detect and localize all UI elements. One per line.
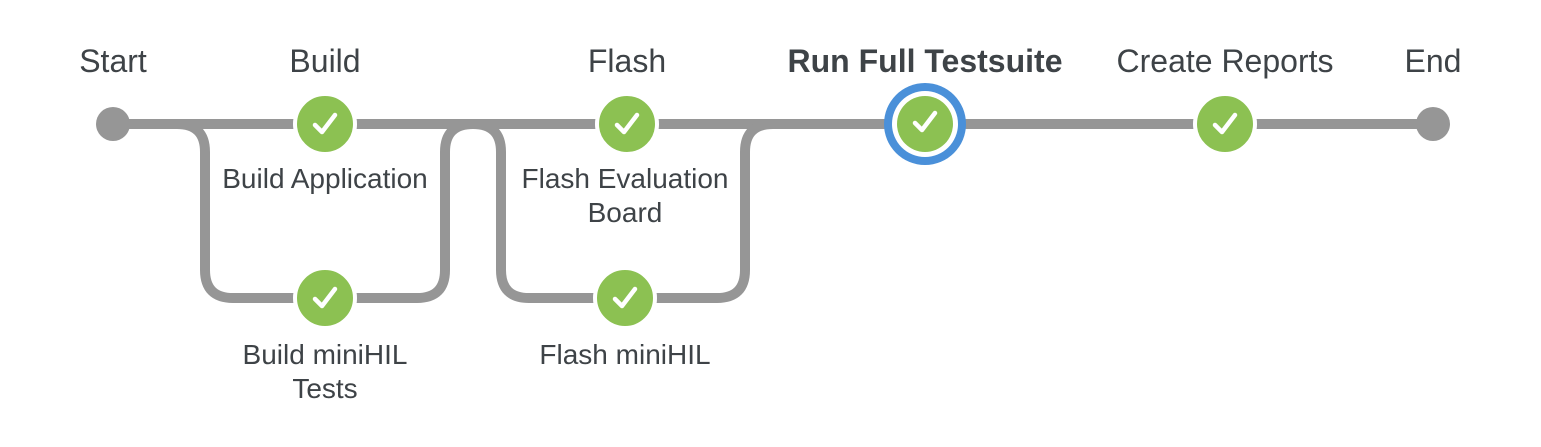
stage-title-create-reports: Create Reports bbox=[1116, 43, 1334, 79]
selected-node-success-circle bbox=[897, 96, 953, 152]
check-icon bbox=[308, 109, 342, 139]
parallel-branch-line bbox=[170, 118, 790, 303]
step-label-build-minihil-tests: Build miniHIL Tests bbox=[242, 339, 408, 404]
check-icon bbox=[610, 109, 644, 139]
stage-title-run-full-testsuite: Run Full Testsuite bbox=[787, 43, 1063, 79]
start-node bbox=[96, 107, 130, 141]
check-icon bbox=[908, 107, 942, 142]
node-run-full-testsuite-selected[interactable] bbox=[884, 83, 966, 165]
end-label: End bbox=[1404, 43, 1462, 79]
node-create-reports[interactable] bbox=[1193, 92, 1257, 156]
node-build-minihil-tests[interactable] bbox=[293, 266, 357, 330]
check-icon bbox=[608, 283, 642, 313]
check-icon bbox=[1208, 109, 1242, 139]
step-label-build-application: Build Application bbox=[222, 163, 428, 194]
step-label-flash-evaluation-board: Flash Evaluation Board bbox=[521, 163, 729, 228]
check-icon bbox=[308, 283, 342, 313]
step-label-flash-minihil: Flash miniHIL bbox=[539, 339, 711, 370]
stage-title-build: Build bbox=[289, 43, 361, 79]
node-flash-evaluation-board[interactable] bbox=[595, 92, 659, 156]
end-node bbox=[1416, 107, 1450, 141]
node-build-application[interactable] bbox=[293, 92, 357, 156]
start-label: Start bbox=[79, 43, 147, 79]
selected-node-gap bbox=[892, 91, 958, 157]
node-flash-minihil[interactable] bbox=[593, 266, 657, 330]
stage-title-flash: Flash bbox=[587, 43, 667, 79]
